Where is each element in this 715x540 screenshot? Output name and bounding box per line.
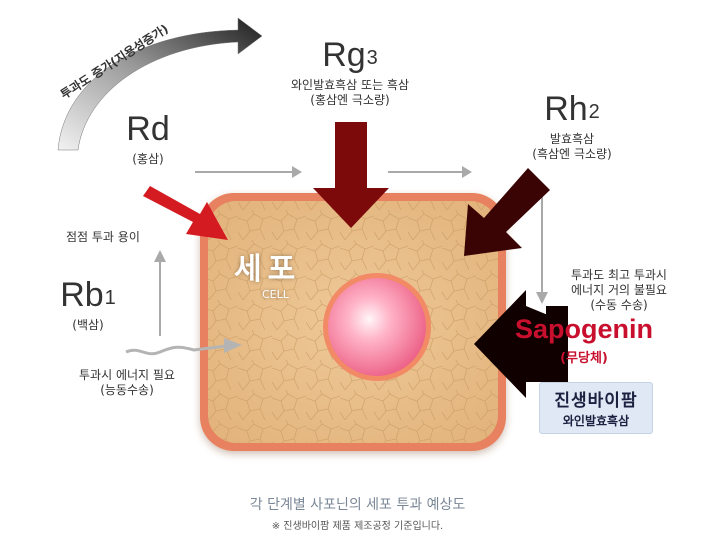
cell-title: 세포 bbox=[234, 252, 302, 287]
right-label-3: (수동 수송) bbox=[590, 298, 648, 312]
rb1-wavy-arrow bbox=[125, 338, 242, 356]
footnote: ※ 진생바이팜 제품 제조공정 기준입니다. bbox=[271, 521, 444, 532]
left-bottom-label-2: (능동수송) bbox=[100, 383, 154, 397]
product-badge-line1: 진생바이팜 bbox=[554, 391, 638, 411]
permeability-curve-arrow bbox=[57, 17, 263, 151]
left-bottom-label: 투과시 에너지 필요 (능동수송) bbox=[64, 368, 190, 398]
product-badge: 진생바이팜 와인발효흑삼 bbox=[539, 382, 653, 434]
rh2-name: Rh2 bbox=[544, 90, 600, 128]
rd-name: Rd bbox=[126, 110, 170, 148]
sapogenin-arrow bbox=[474, 290, 560, 398]
right-label: 투과도 최고 투과시 에너지 거의 불필요 (수동 수송) bbox=[553, 268, 685, 313]
caption: 각 단계별 사포닌의 세포 투과 예상도 bbox=[249, 497, 466, 513]
rg3-group: Rg3 와인발효흑삼 또는 흑삼 (홍삼엔 극소량) bbox=[255, 38, 445, 108]
rb1-group: Rb1 (백삼) bbox=[48, 278, 128, 333]
rg3-name: Rg3 bbox=[322, 36, 378, 74]
rg3-arrow bbox=[313, 122, 389, 228]
left-bottom-label-1: 투과시 에너지 필요 bbox=[79, 368, 175, 382]
rh2-group: Rh2 발효흑삼 (흑삼엔 극소량) bbox=[512, 92, 632, 162]
sapogenin-desc: (무당체) bbox=[560, 351, 608, 366]
nucleus bbox=[323, 273, 431, 381]
right-label-1: 투과도 최고 투과시 bbox=[571, 268, 667, 282]
rd-desc: (홍삼) bbox=[132, 152, 164, 166]
product-badge-line2: 와인발효흑삼 bbox=[562, 414, 630, 428]
flow-arrows bbox=[154, 166, 548, 336]
sapogenin-arrow-bar bbox=[546, 306, 568, 382]
sapogenin-group: Sapogenin (무당체) bbox=[504, 314, 664, 366]
rh2-desc-2: (흑삼엔 극소량) bbox=[532, 147, 612, 161]
cell-subtitle: CELL bbox=[262, 288, 289, 301]
rg3-desc-1: 와인발효흑삼 또는 흑삼 bbox=[290, 78, 410, 92]
rd-arrow bbox=[143, 186, 228, 240]
right-label-2: 에너지 거의 불필요 bbox=[571, 283, 667, 297]
left-up-label: 점점 투과 용이 bbox=[66, 230, 140, 244]
rh2-desc-1: 발효흑삼 bbox=[549, 132, 595, 146]
rb1-name: Rb1 bbox=[60, 276, 116, 314]
rg3-desc-2: (홍삼엔 극소량) bbox=[310, 93, 390, 107]
rd-group: Rd (홍삼) bbox=[108, 112, 188, 167]
rh2-arrow bbox=[464, 168, 550, 256]
sapogenin-name: Sapogenin bbox=[514, 314, 653, 344]
rb1-desc: (백삼) bbox=[72, 318, 104, 332]
